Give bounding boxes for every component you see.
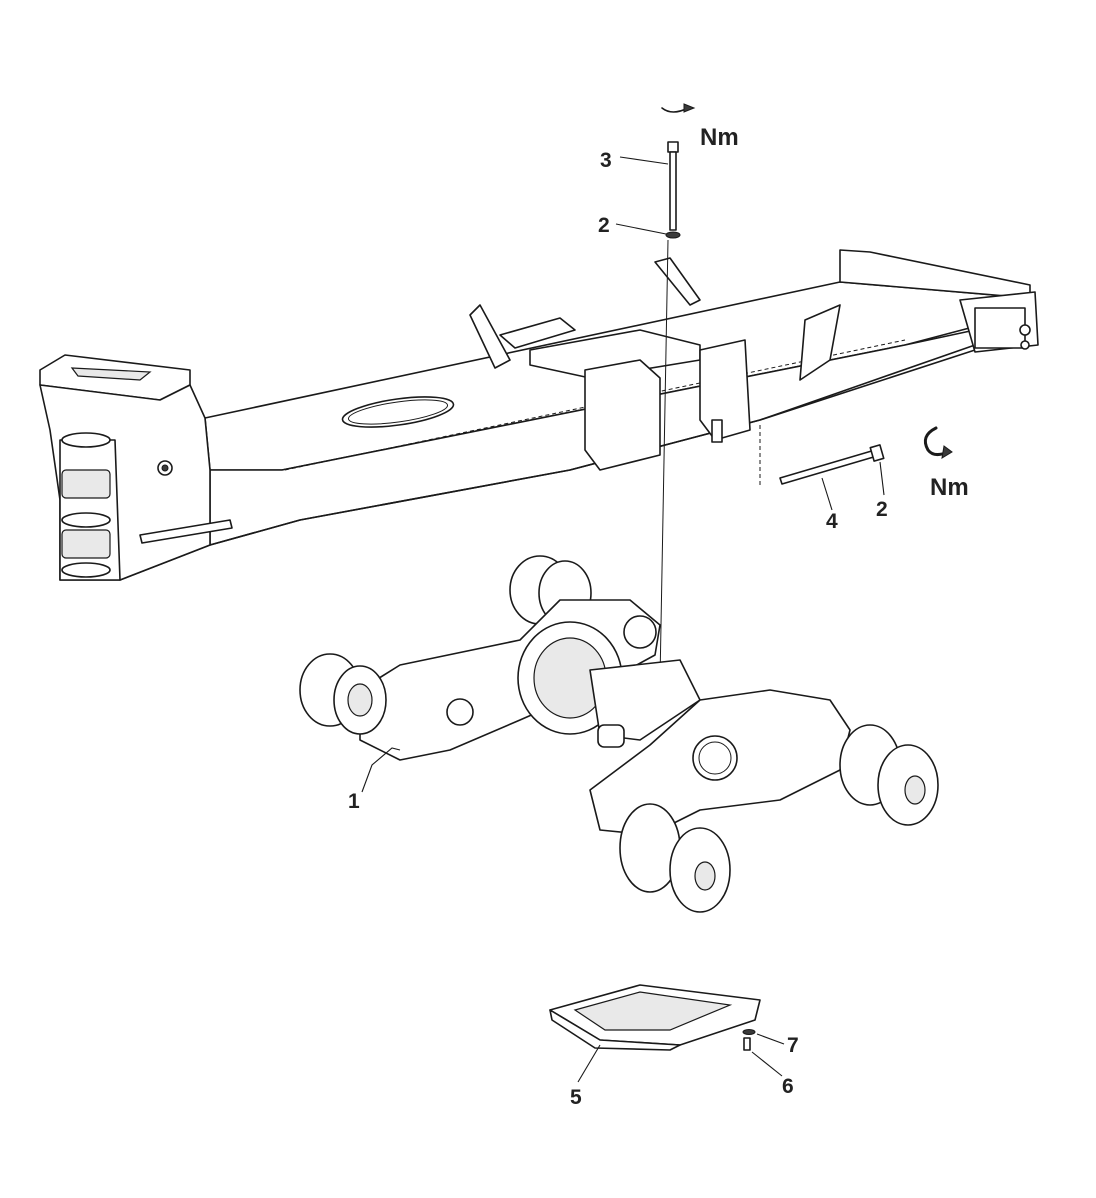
callout-6: 6 [782,1075,794,1098]
washer-2-upper [665,231,681,239]
callout-7: 7 [787,1034,799,1057]
callout-2-upper: 2 [598,214,610,237]
torque-label-right: Nm [930,474,969,501]
washer-7 [742,1029,756,1035]
screw-6 [743,1037,751,1051]
torque-label-top: Nm [700,124,739,151]
access-cover [341,396,455,428]
bogie-assembly [299,555,939,913]
bolt-3 [667,141,679,231]
callout-4: 4 [826,510,838,533]
torque-arrow-icon [923,426,953,459]
callout-5: 5 [570,1086,582,1109]
main-frame [39,249,1039,581]
callout-3: 3 [600,149,612,172]
torque-arrow-icon [661,103,696,113]
bolt-4 [779,444,885,485]
callout-2-right: 2 [876,498,888,521]
skid-plate [549,984,761,1051]
callout-1: 1 [348,790,360,813]
